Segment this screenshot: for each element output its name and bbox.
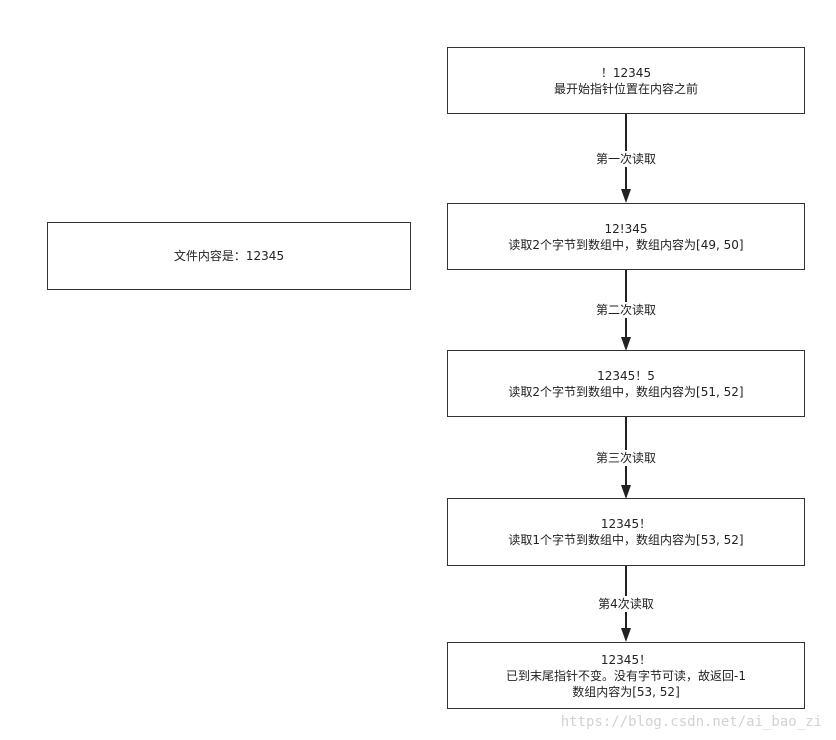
step-description: 读取2个字节到数组中，数组内容为[49, 50] [508, 237, 744, 252]
step-description: 读取1个字节到数组中，数组内容为[53, 52] [508, 533, 744, 547]
arrowhead-icon [621, 485, 631, 499]
arrowhead-icon [621, 189, 631, 203]
step-pointer-text: 12345！ [600, 652, 652, 667]
step-pointer-text: 12!345 [604, 221, 648, 236]
watermark: https://blog.csdn.net/ai_bao_zi [560, 714, 822, 730]
edge-label-read-1: 第一次读取 [576, 151, 676, 167]
step-box-read-3: 12345！ 读取1个字节到数组中，数组内容为[53, 52] [447, 498, 805, 566]
step-array-content: 数组内容为[53, 52] [572, 684, 680, 699]
step-description: 已到末尾指针不变。没有字节可读，故返回-1 [506, 668, 746, 683]
edge-label-read-4: 第4次读取 [576, 596, 676, 612]
step-pointer-text: ！12345 [600, 65, 652, 80]
step-pointer-text: 12345！ [600, 517, 652, 531]
step-box-read-2: 12345！5 读取2个字节到数组中，数组内容为[51, 52] [447, 350, 805, 417]
arrowhead-icon [621, 337, 631, 351]
file-content-box: 文件内容是：12345 [47, 222, 411, 290]
arrowhead-icon [621, 628, 631, 642]
step-description: 读取2个字节到数组中，数组内容为[51, 52] [508, 384, 744, 399]
step-description: 最开始指针位置在内容之前 [553, 81, 698, 96]
edge-label-read-2: 第二次读取 [576, 302, 676, 318]
file-content-text: 文件内容是：12345 [173, 249, 285, 263]
step-box-read-4: 12345！ 已到末尾指针不变。没有字节可读，故返回-1 数组内容为[53, 5… [447, 642, 805, 709]
step-box-read-1: 12!345 读取2个字节到数组中，数组内容为[49, 50] [447, 203, 805, 270]
step-box-initial: ！12345 最开始指针位置在内容之前 [447, 47, 805, 114]
edge-label-read-3: 第三次读取 [576, 450, 676, 466]
step-pointer-text: 12345！5 [597, 368, 655, 383]
